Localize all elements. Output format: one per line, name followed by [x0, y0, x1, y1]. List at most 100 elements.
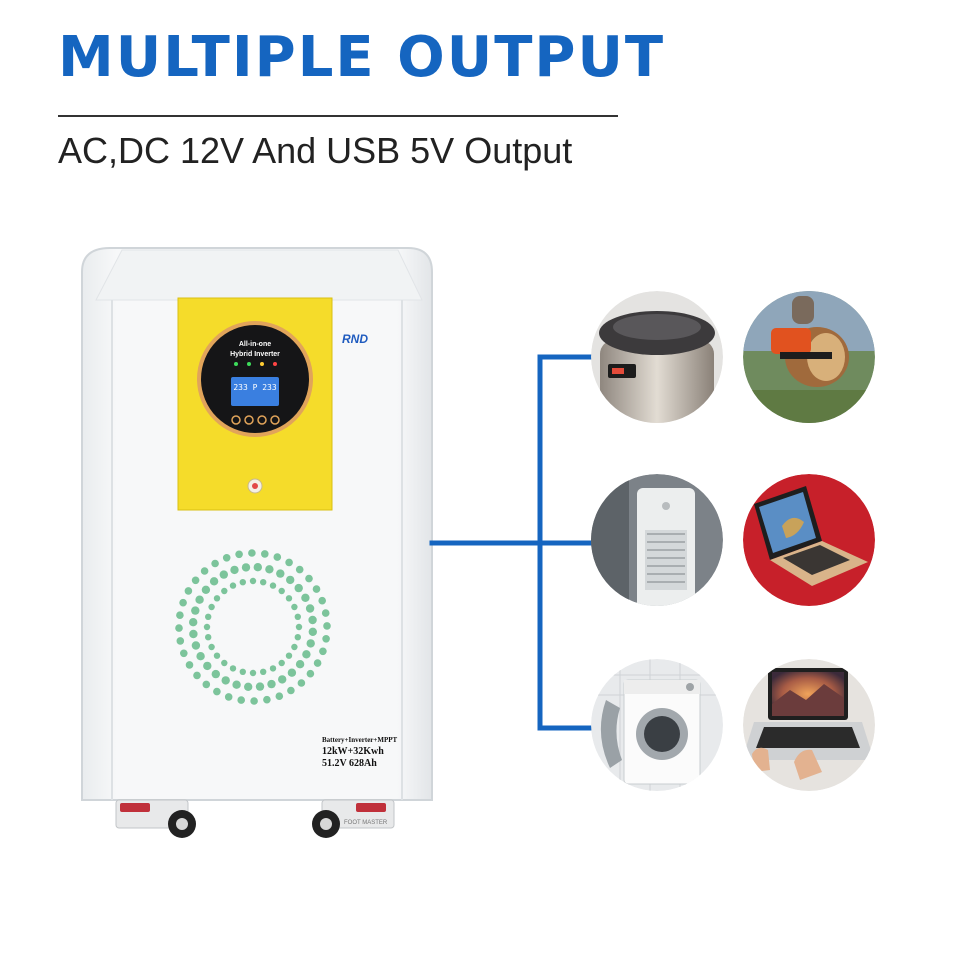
vent-dot — [287, 686, 295, 695]
vent-dot — [267, 679, 276, 689]
vent-dot — [191, 641, 201, 650]
vent-dot — [301, 593, 310, 602]
vent-dot — [278, 587, 285, 595]
vent-dot — [221, 587, 228, 595]
vent-dot — [213, 687, 221, 696]
vent-dot — [189, 629, 198, 639]
vent-dot — [260, 668, 267, 675]
vent-dot — [179, 598, 187, 607]
vent-dot — [196, 652, 205, 661]
vent-dot — [176, 637, 185, 645]
vent-dot — [239, 579, 246, 586]
display-title-line2: Hybrid Inverter — [230, 351, 280, 358]
vent-dot — [229, 582, 237, 589]
vent-dot — [175, 624, 183, 632]
vent-dot — [235, 550, 243, 559]
vent-dot — [294, 583, 303, 593]
down-button[interactable] — [257, 415, 267, 425]
vent-dot — [321, 609, 330, 617]
vent-dot — [208, 603, 215, 611]
lcd-readout: 233 P 233 — [233, 383, 277, 392]
control-buttons — [231, 415, 280, 425]
title-divider — [58, 115, 618, 117]
vent-dot — [273, 553, 282, 561]
vent-dot — [285, 558, 293, 567]
vent-dot — [249, 577, 257, 585]
vent-dot — [294, 634, 301, 641]
vent-dot — [253, 563, 262, 572]
vent-dot — [278, 659, 285, 667]
vent-dot — [205, 634, 212, 641]
vent-dot — [275, 692, 284, 700]
vent-dot — [237, 696, 245, 704]
laptop-typing-icon — [743, 659, 875, 791]
vent-dot — [318, 596, 327, 605]
vent-dot — [308, 627, 317, 636]
vent-dot — [269, 582, 277, 589]
spec-line-2: 12kW+32Kwh — [322, 746, 384, 757]
vent-dot — [295, 565, 304, 574]
air-conditioner-icon — [591, 474, 723, 606]
laptop-icon — [743, 474, 875, 606]
vent-dot — [291, 603, 298, 611]
power-station-unit: All-in-one Hybrid Inverter 233 P 233 RND… — [81, 247, 433, 838]
vent-dot — [191, 606, 200, 615]
chainsaw-icon — [743, 291, 875, 423]
brand-logo: RND — [342, 332, 368, 346]
esc-button[interactable] — [231, 415, 241, 425]
vent-dot — [230, 565, 239, 575]
vent-dot — [209, 577, 219, 586]
vent-dot — [219, 570, 228, 579]
vent-dot — [276, 569, 285, 578]
up-button[interactable] — [244, 415, 254, 425]
vent-dot — [211, 559, 219, 568]
vent-dot — [260, 579, 267, 586]
caster-right: FOOT MASTER — [312, 799, 395, 838]
vent-dot — [213, 652, 221, 659]
vent-dot — [295, 623, 303, 631]
vent-dot — [291, 643, 298, 651]
vent-dot — [176, 611, 184, 619]
vent-dot — [200, 567, 209, 575]
vent-dot — [323, 622, 331, 630]
vent-dot — [208, 643, 215, 651]
enter-button[interactable] — [270, 415, 280, 425]
caster-label: FOOT MASTER — [344, 820, 388, 826]
vent-dot — [255, 682, 265, 691]
display-title-line1: All-in-one — [239, 341, 271, 348]
vent-dot — [265, 565, 274, 574]
spec-line-3: 51.2V 628Ah — [322, 758, 377, 769]
vent-dot — [248, 549, 256, 557]
vent-dot — [211, 669, 220, 679]
subheadline: AC,DC 12V And USB 5V Output — [58, 130, 573, 171]
vent-dot — [319, 647, 327, 656]
vent-dot — [313, 659, 322, 667]
vent-dot — [222, 554, 231, 562]
vent-dot — [297, 679, 306, 687]
vent-dot — [203, 661, 212, 671]
vent-dot — [203, 623, 211, 631]
vent-dot — [306, 669, 315, 678]
vent-dot — [250, 697, 258, 705]
vent-dot — [191, 576, 200, 585]
vent-dot — [286, 575, 295, 585]
vent-dot — [244, 682, 253, 691]
vent-dot — [213, 595, 221, 602]
vent-dot — [285, 595, 293, 602]
rice-cooker-icon — [591, 291, 723, 423]
unit-top-panel — [95, 249, 423, 301]
vent-dot — [201, 585, 211, 594]
vent-dot — [202, 680, 211, 689]
unit-housing — [81, 247, 433, 801]
caster-left — [115, 799, 196, 838]
vent-dot — [306, 639, 315, 648]
vent-dot — [184, 587, 193, 595]
status-leds — [234, 362, 277, 366]
vent-dot — [261, 550, 269, 558]
vent-dot — [308, 615, 317, 625]
spec-line-1: Battery+Inverter+MPPT — [322, 736, 398, 744]
vent-dot — [241, 563, 251, 572]
vent-dot — [305, 604, 315, 613]
vent-dot — [287, 668, 297, 677]
